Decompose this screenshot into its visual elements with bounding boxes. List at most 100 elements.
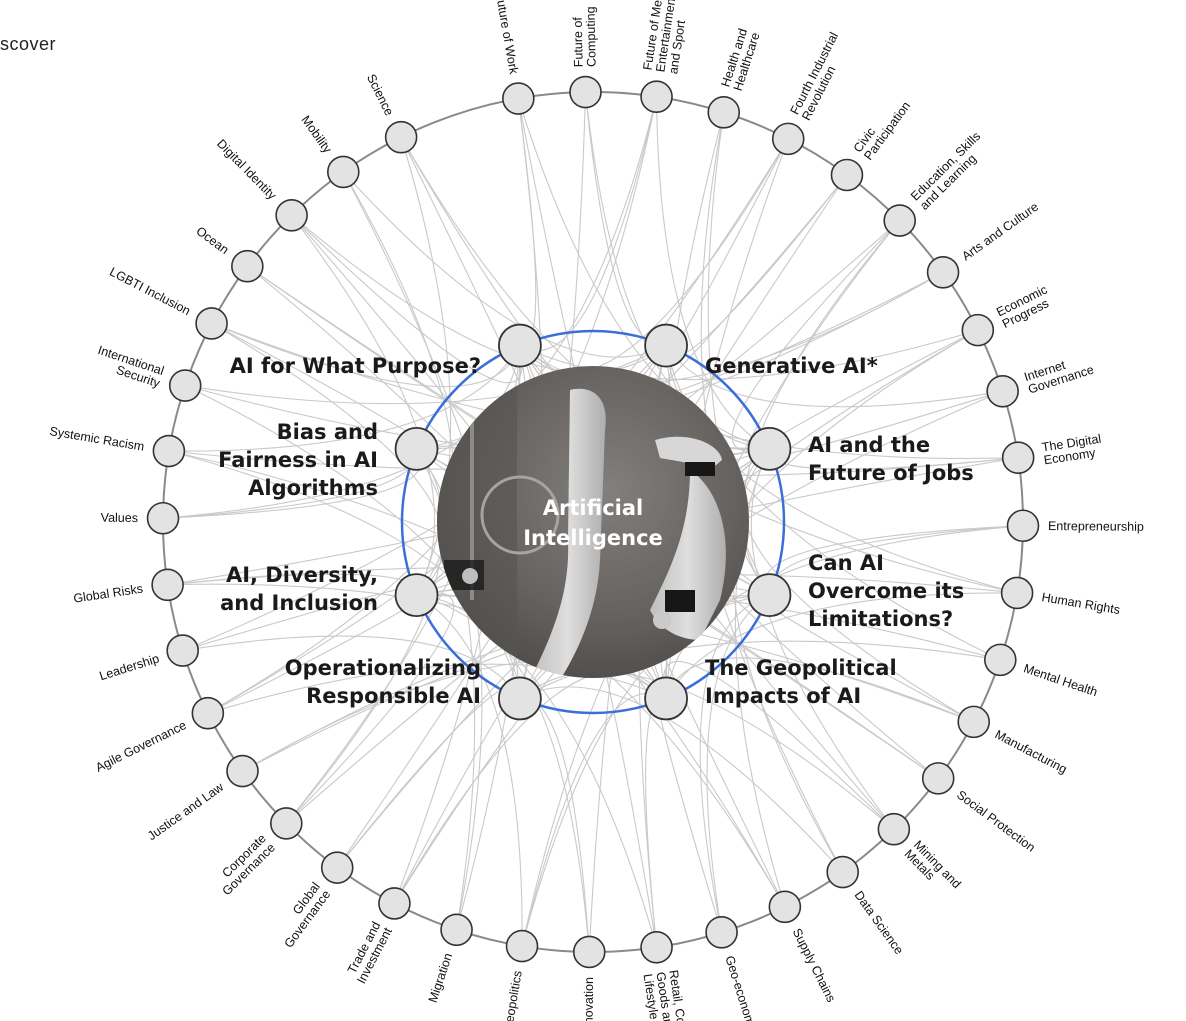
topic-label-leadership[interactable]: Leadership bbox=[98, 651, 161, 683]
topic-node-circle[interactable] bbox=[1006, 509, 1040, 543]
topic-node-justice-and-law[interactable]: Justice and Law bbox=[145, 754, 259, 844]
topic-node-future-of-computing[interactable]: Future ofComputing bbox=[569, 6, 602, 109]
topic-node-supply-chains[interactable]: Supply Chains bbox=[768, 890, 838, 1004]
topic-label-future-of-computing[interactable]: Future ofComputing bbox=[571, 6, 599, 67]
topic-label-corporate-governance[interactable]: CorporateGovernance bbox=[210, 831, 278, 898]
topic-node-circle[interactable] bbox=[166, 634, 199, 667]
topic-label-supply-chains[interactable]: Supply Chains bbox=[790, 926, 838, 1004]
topic-label-human-rights[interactable]: Human Rights bbox=[1041, 590, 1121, 617]
topic-node-corporate-governance[interactable]: CorporateGovernance bbox=[210, 807, 303, 898]
topic-node-geo-economics[interactable]: Geo-economics bbox=[705, 916, 762, 1021]
topic-node-circle[interactable] bbox=[883, 204, 916, 237]
topic-node-circle[interactable] bbox=[326, 155, 360, 189]
topic-node-circle[interactable] bbox=[152, 434, 186, 468]
topic-label-global-governance[interactable]: GlobalGovernance bbox=[271, 880, 333, 951]
topic-node-circle[interactable] bbox=[961, 313, 995, 347]
topic-label-science[interactable]: Science bbox=[364, 72, 396, 118]
topic-label-entrepreneurship[interactable]: Entrepreneurship bbox=[1048, 519, 1144, 534]
topic-label-migration[interactable]: Migration bbox=[426, 951, 456, 1004]
topic-node-ocean[interactable]: Ocean bbox=[193, 224, 264, 283]
topic-label-manufacturing[interactable]: Manufacturing bbox=[993, 727, 1070, 776]
topic-node-mobility[interactable]: Mobility bbox=[298, 113, 360, 189]
discover-label[interactable]: scover bbox=[0, 34, 57, 54]
topic-node-education-skills-and-learning[interactable]: Education, Skillsand Learning bbox=[883, 129, 992, 237]
topic-node-social-protection[interactable]: Social Protection bbox=[921, 762, 1038, 855]
topic-node-circle[interactable] bbox=[226, 754, 259, 788]
topic-node-circle[interactable] bbox=[926, 255, 960, 289]
theme-node-circle[interactable] bbox=[498, 676, 542, 721]
topic-label-ocean[interactable]: Ocean bbox=[193, 224, 231, 257]
topic-node-geopolitics[interactable]: Geopolitics bbox=[501, 929, 539, 1021]
topic-node-circle[interactable] bbox=[877, 812, 911, 846]
topic-node-circle[interactable] bbox=[195, 307, 228, 340]
topic-node-circle[interactable] bbox=[384, 120, 418, 154]
topic-node-human-rights[interactable]: Human Rights bbox=[1000, 576, 1121, 617]
topic-node-circle[interactable] bbox=[168, 369, 202, 402]
topic-node-circle[interactable] bbox=[986, 374, 1019, 408]
topic-label-mobility[interactable]: Mobility bbox=[298, 113, 334, 156]
topic-node-circle[interactable] bbox=[270, 807, 303, 840]
topic-node-values[interactable]: Values bbox=[101, 501, 180, 535]
topic-node-circle[interactable] bbox=[640, 80, 673, 114]
topic-node-data-science[interactable]: Data Science bbox=[826, 855, 907, 957]
topic-node-digital-identity[interactable]: Digital Identity bbox=[214, 137, 308, 232]
topic-node-science[interactable]: Science bbox=[364, 72, 418, 154]
theme-node-circle[interactable] bbox=[498, 323, 542, 368]
topic-node-civic-participation[interactable]: CivicParticipation bbox=[830, 91, 913, 192]
topic-node-circle[interactable] bbox=[502, 82, 535, 115]
topic-label-global-risks[interactable]: Global Risks bbox=[72, 582, 143, 606]
topic-label-economic-progress[interactable]: EconomicProgress bbox=[994, 282, 1055, 331]
topic-node-agile-governance[interactable]: Agile Governance bbox=[93, 696, 225, 775]
topic-label-education-skills-and-learning[interactable]: Education, Skillsand Learning bbox=[908, 129, 992, 213]
topic-node-circle[interactable] bbox=[191, 696, 225, 730]
topic-node-future-of-work[interactable]: Future of Work bbox=[493, 0, 535, 115]
topic-node-circle[interactable] bbox=[705, 916, 738, 949]
topic-label-mental-health[interactable]: Mental Health bbox=[1022, 661, 1100, 699]
topic-node-circle[interactable] bbox=[505, 929, 539, 963]
topic-node-circle[interactable] bbox=[921, 762, 955, 795]
topic-node-circle[interactable] bbox=[320, 851, 354, 884]
topic-node-circle[interactable] bbox=[771, 122, 805, 156]
topic-label-data-science[interactable]: Data Science bbox=[852, 888, 907, 957]
topic-node-circle[interactable] bbox=[768, 890, 802, 924]
topic-label-civic-participation[interactable]: CivicParticipation bbox=[851, 91, 913, 163]
topic-node-circle[interactable] bbox=[1001, 441, 1035, 474]
topic-node-circle[interactable] bbox=[640, 930, 673, 964]
topic-node-circle[interactable] bbox=[984, 643, 1017, 677]
topic-node-fourth-industrial-revolution[interactable]: Fourth IndustrialRevolution bbox=[771, 30, 853, 156]
topic-node-circle[interactable] bbox=[572, 935, 606, 969]
topic-node-the-digital-economy[interactable]: The DigitalEconomy bbox=[1001, 432, 1104, 474]
topic-node-internet-governance[interactable]: InternetGovernance bbox=[986, 350, 1096, 408]
theme-label-generative-ai[interactable]: Generative AI* bbox=[705, 354, 878, 378]
topic-label-justice-and-law[interactable]: Justice and Law bbox=[145, 779, 227, 843]
topic-node-circle[interactable] bbox=[830, 158, 864, 192]
topic-node-manufacturing[interactable]: Manufacturing bbox=[957, 705, 1070, 777]
theme-node-ai-diversity-and-inclusion[interactable]: AI, Diversity,and Inclusion bbox=[220, 563, 439, 617]
topic-node-international-security[interactable]: InternationalSecurity bbox=[92, 343, 202, 402]
topic-node-retail-consumer-goods-and-lifestyle[interactable]: Retail, ConsumerGoods andLifestyle bbox=[640, 930, 695, 1021]
topic-node-global-governance[interactable]: GlobalGovernance bbox=[271, 851, 354, 951]
topic-node-global-risks[interactable]: Global Risks bbox=[72, 568, 184, 606]
topic-label-agile-governance[interactable]: Agile Governance bbox=[93, 718, 188, 775]
topic-node-circle[interactable] bbox=[569, 75, 602, 109]
topic-label-systemic-racism[interactable]: Systemic Racism bbox=[49, 424, 146, 454]
topic-node-circle[interactable] bbox=[275, 199, 308, 232]
topic-label-social-protection[interactable]: Social Protection bbox=[954, 788, 1038, 855]
theme-node-circle[interactable] bbox=[747, 427, 792, 471]
topic-label-digital-identity[interactable]: Digital Identity bbox=[214, 137, 280, 203]
topic-node-lgbti-inclusion[interactable]: LGBTI Inclusion bbox=[107, 265, 228, 340]
theme-node-ai-for-what-purpose[interactable]: AI for What Purpose? bbox=[230, 323, 542, 378]
theme-node-generative-ai[interactable]: Generative AI* bbox=[644, 323, 878, 378]
topic-label-internet-governance[interactable]: InternetGovernance bbox=[1022, 350, 1095, 397]
topic-node-circle[interactable] bbox=[707, 96, 741, 129]
topic-node-circle[interactable] bbox=[440, 913, 473, 947]
topic-node-innovation[interactable]: Innovation bbox=[572, 935, 606, 1021]
topic-label-fourth-industrial-revolution[interactable]: Fourth IndustrialRevolution bbox=[788, 30, 853, 123]
